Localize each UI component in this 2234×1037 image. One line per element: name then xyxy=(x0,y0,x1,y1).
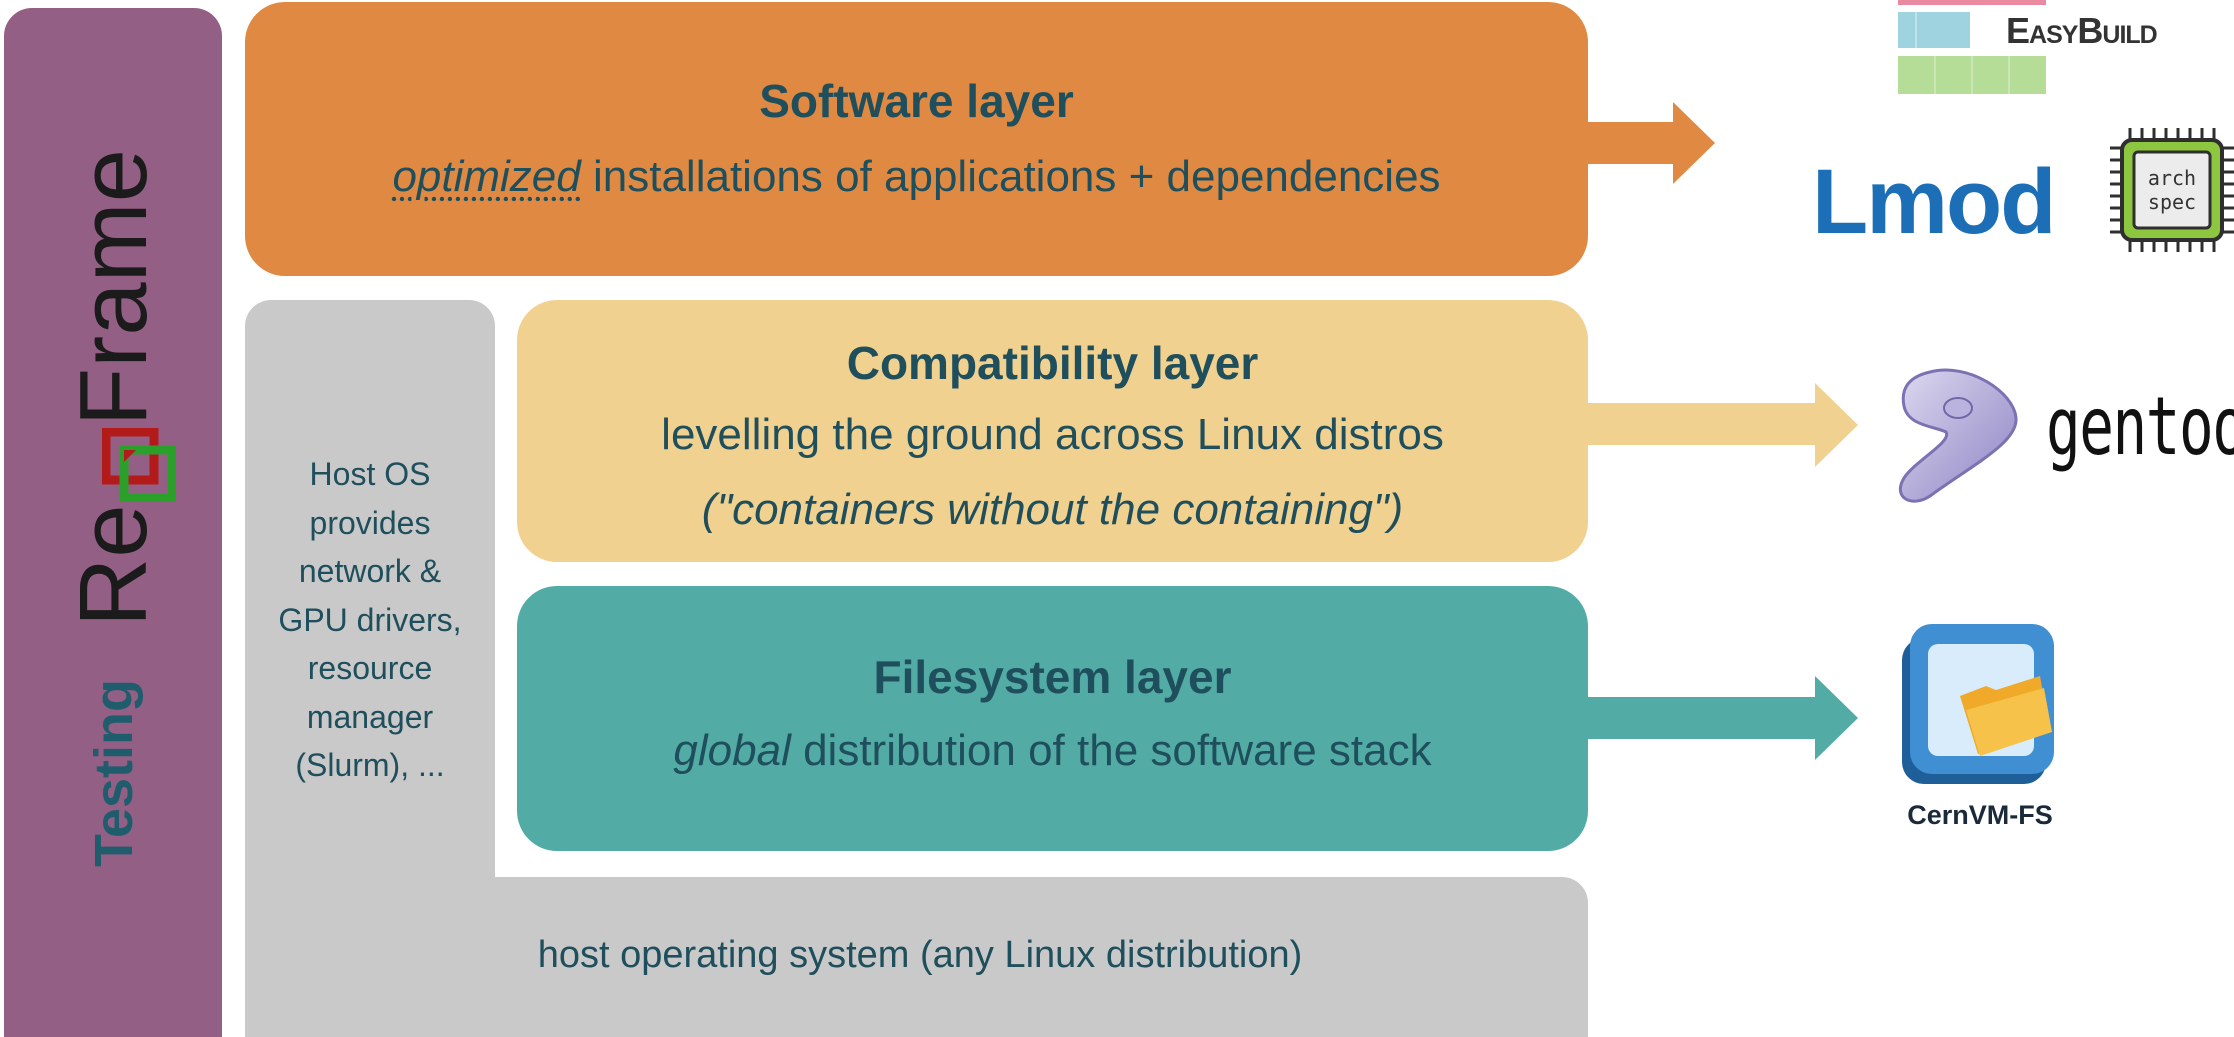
reframe-prefix: Re xyxy=(60,504,167,628)
gentoo-logo-icon xyxy=(1890,366,2020,506)
compatibility-layer: Compatibility layer levelling the ground… xyxy=(517,300,1588,562)
archspec-line: spec xyxy=(2147,190,2197,214)
lmod-logo: Lmod xyxy=(1812,151,2056,253)
host-os-description: Host OS provides network & GPU drivers, … xyxy=(245,450,495,790)
easybuild-logo: EasyBuild xyxy=(1896,0,2166,100)
reframe-suffix: Frame xyxy=(60,148,167,427)
filesystem-layer-title: Filesystem layer xyxy=(873,651,1232,703)
software-description-rest: installations of applications + dependen… xyxy=(580,152,1441,201)
archspec-text: arch spec xyxy=(2110,166,2234,214)
host-line: network & xyxy=(298,553,442,589)
cvmfs-text: CernVM-FS xyxy=(1907,800,2053,830)
filesystem-description-rest: distribution of the software stack xyxy=(790,726,1432,775)
host-os-base xyxy=(245,877,1588,1037)
testing-bar: Re Frame Testing xyxy=(4,8,222,1037)
archspec-line: arch xyxy=(2147,166,2197,190)
compatibility-line-2: ("containers without the containing") xyxy=(701,485,1404,534)
filesystem-layer: Filesystem layer global distribution of … xyxy=(517,586,1588,851)
host-line: provides xyxy=(309,504,431,541)
archspec-logo: arch spec xyxy=(2110,128,2234,252)
host-line: manager xyxy=(306,698,434,735)
software-emphasis: optimized xyxy=(392,152,581,201)
compatibility-line-1: levelling the ground across Linux distro… xyxy=(661,410,1444,459)
host-os-label: host operating system (any Linux distrib… xyxy=(537,934,1303,976)
software-layer-description: optimized installations of applications … xyxy=(245,152,1588,202)
compatibility-layer-title: Compatibility layer xyxy=(846,337,1259,389)
easybuild-text: EasyBuild xyxy=(2006,10,2158,51)
chip-icon xyxy=(2110,128,2234,252)
cvmfs-logo-icon xyxy=(1900,620,2060,790)
reframe-logo: Re Frame xyxy=(54,148,177,628)
easybuild-blocks-icon xyxy=(1898,0,2046,94)
host-line: Host OS xyxy=(309,456,431,492)
reframe-mark-icon xyxy=(84,427,177,503)
host-line: (Slurm), ... xyxy=(295,747,445,783)
host-line: resource xyxy=(307,650,433,686)
filesystem-layer-description: global distribution of the software stac… xyxy=(517,726,1588,776)
filesystem-emphasis: global xyxy=(673,726,791,775)
software-layer: Software layer optimized installations o… xyxy=(245,2,1588,276)
gentoo-text: gentoo xyxy=(2046,380,2234,473)
testing-label: Testing xyxy=(84,679,144,867)
host-line: GPU drivers, xyxy=(278,601,462,638)
software-layer-title: Software layer xyxy=(759,75,1074,127)
